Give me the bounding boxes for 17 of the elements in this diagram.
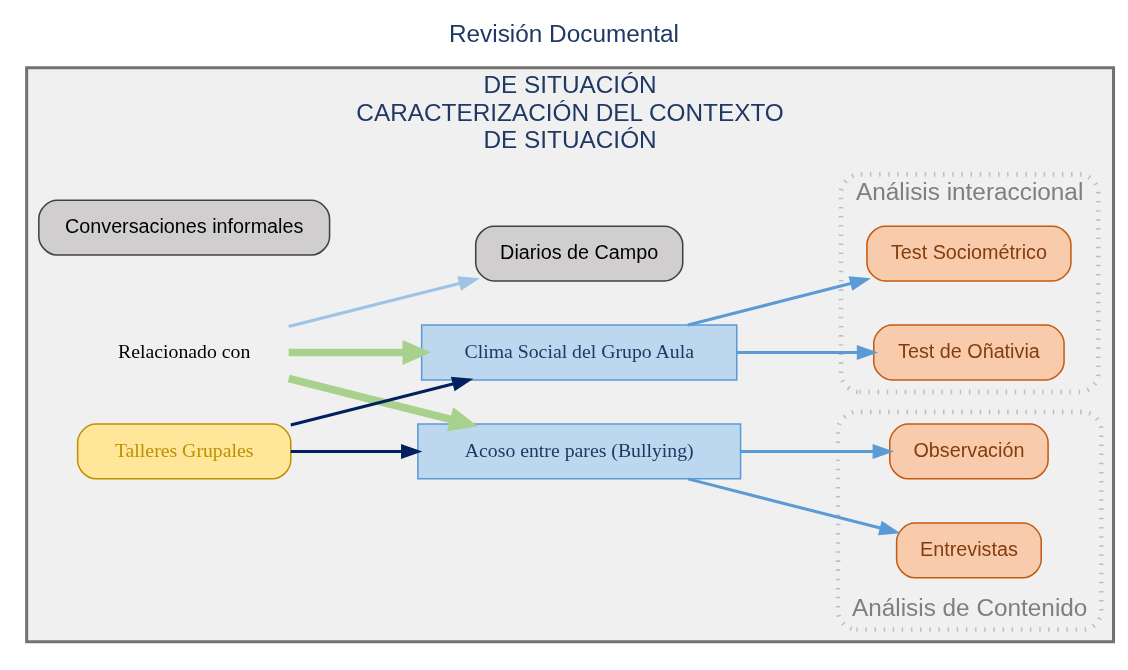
node-text: Relacionado con (118, 339, 251, 362)
arrow (740, 443, 894, 459)
node-box: Diarios de Campo (474, 225, 684, 282)
node-box: Observación (889, 423, 1049, 480)
node-box: Entrevistas (895, 522, 1042, 579)
node-box: Conversaciones informales (38, 199, 331, 256)
arrow (736, 345, 879, 360)
arrow (288, 276, 480, 328)
node-box: Clima Social del Grupo Aula (420, 324, 738, 381)
diagram-title: Revisión Documental (448, 19, 680, 47)
arrow (687, 276, 872, 327)
node-box: Test Sociométrico (866, 225, 1072, 282)
arrow (290, 443, 423, 459)
arrow (687, 477, 901, 536)
node-box: Test de Oñativia (873, 324, 1065, 381)
node-box: Acoso entre pares (Bullying) (417, 423, 742, 480)
node-box: Talleres Grupales (76, 423, 292, 480)
